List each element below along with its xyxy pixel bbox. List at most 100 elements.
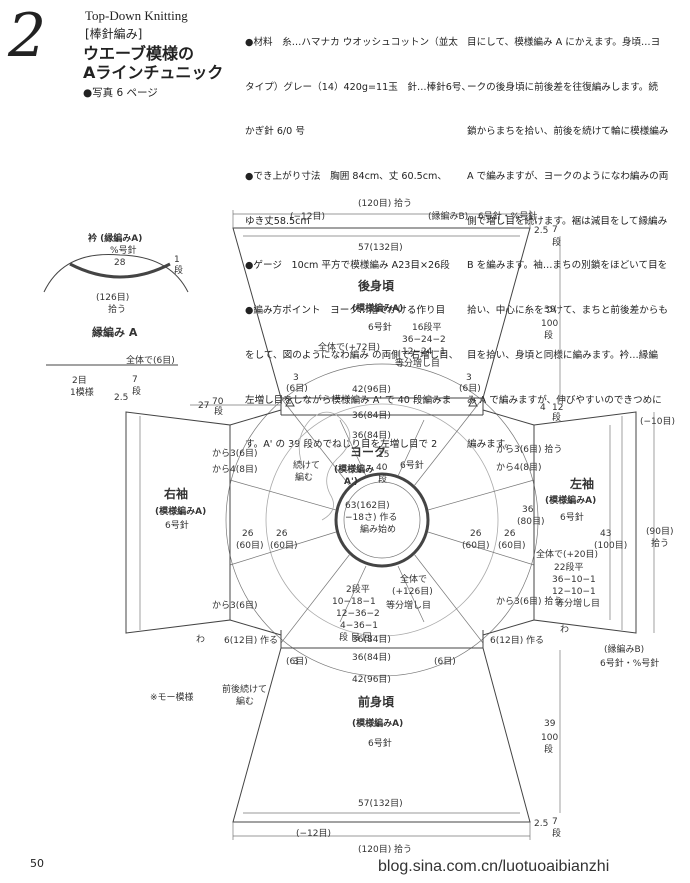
instr-line: 側で増し目を続けます。裾は減目をして縁編み — [467, 215, 668, 227]
edge-a-title: 縁編み A — [92, 325, 138, 339]
back-inc-2: 36−24−2 — [402, 335, 446, 345]
sleeve-total: 全体で(+20目) — [536, 548, 598, 560]
yoke-width-36-top2: 36(84目) — [352, 430, 391, 441]
sleeve-inc-1: 22段平 — [554, 561, 583, 573]
back-pattern: (模様編みA) — [352, 302, 403, 314]
back-inc-4: 等分増し目 — [395, 357, 440, 369]
neck-inner-circle — [343, 481, 421, 559]
back-h7-dan: 段 — [552, 236, 561, 248]
back-width-42: 42(96目) — [352, 384, 391, 395]
yoke-rows: 段 — [378, 473, 387, 485]
watermark: blog.sina.com.cn/luotuoaibianzhi — [378, 858, 610, 875]
instr-line: す。A' の 39 段めでねじり目を左増し目で 2 — [245, 439, 438, 451]
instr-line: B を編みます。袖…まちの別鎖をほどいて目を — [467, 260, 668, 272]
front-width-57: 57(132目) — [358, 798, 403, 809]
left-sleeve-title: 左袖 — [569, 476, 594, 491]
left-sleeve-from3b: から3(6目) 拾う — [496, 595, 562, 607]
pattern-number: 2 — [8, 1, 47, 71]
left-sleeve-h80: (80目) — [517, 516, 544, 527]
make6-right: 6(12目) 作る — [490, 634, 544, 646]
yoke-left-h26: 26 — [276, 529, 288, 539]
left-sleeve-h36: 36 — [522, 505, 534, 515]
yoke-right-h60: (60目) — [462, 540, 489, 551]
instr-line: 左増し目をしながら模様編み A' で 40 段編みま — [245, 394, 452, 406]
right-sleeve-needle: 6号針 — [165, 519, 189, 531]
yoke-40: 40 — [376, 463, 388, 473]
collar-dan: 段 — [174, 264, 183, 276]
left-sleeve-from4: から4(8目) — [496, 462, 541, 473]
instr-line: ●でき上がり寸法 胸囲 84cm、丈 60.5cm、 — [245, 170, 447, 182]
front-needle: 6号針 — [368, 737, 392, 749]
yoke-needle: 6号針 — [400, 459, 424, 471]
front-h7-dan: 段 — [552, 827, 561, 839]
sleeve-pickup: 拾う — [651, 537, 669, 549]
instr-line: 目を拾い、身頃と同様に編みます。衿…縁編 — [467, 349, 658, 361]
instr-line: タイプ）グレー（14）420g=11玉 針…棒針6号、 — [245, 81, 472, 93]
collar-band — [69, 262, 171, 279]
instr-line: をして、図のようになわ編み の両側で右増し目、 — [245, 349, 459, 361]
moss-note: ※モー模様 — [150, 691, 194, 703]
title-line-1: ウエーブ模様の — [83, 44, 195, 63]
edge-b-right-needle: 6号針・%号針 — [600, 657, 659, 669]
collar-needle: %号針 — [110, 244, 137, 256]
right-sleeve-from3b: から3(6目) — [212, 600, 257, 611]
sleeve-h90: (90目) — [646, 526, 673, 537]
instr-line: ゆき丈58.5cm — [245, 215, 310, 227]
yoke-15: 15 — [378, 450, 389, 460]
front-body-title: 前身頃 — [358, 694, 395, 709]
top-pickup-label: (120目) 拾う — [358, 197, 412, 209]
s6-right-b: (6目) — [434, 656, 456, 667]
front-h100: 100 — [541, 733, 558, 743]
front-width-36: 36(84目) — [352, 652, 391, 663]
yoke-rows-3: 12−36−2 — [336, 609, 380, 619]
sleeve-inc-3: 12−10−1 — [552, 587, 596, 597]
instructions-column-2: 目にして、模様編み A にかえます。身頃…ヨ ークの後身頃に前後差を往復編みしま… — [467, 6, 668, 468]
instructions-column-1: ●材料 糸…ハマナカ ウオッシュコットン（並太 タイプ）グレー（14）420g=… — [245, 6, 471, 468]
left-sleeve-h26: 26 — [504, 529, 516, 539]
yoke-rows-4: 4−36−1 — [340, 621, 378, 631]
edge-a-h7: 7 — [132, 375, 138, 385]
edge-a-start: 全体で(6目) — [126, 354, 175, 366]
left-sleeve-needle: 6号針 — [560, 511, 584, 523]
cast-on-2: −18さ) 作る — [345, 511, 397, 523]
wa-right: わ — [560, 624, 569, 635]
front-width-42: 42(96目) — [352, 674, 391, 685]
minus12-bottom: (−12目) — [296, 828, 331, 839]
s3-right: 3 — [466, 373, 472, 383]
title-line-2: Aラインチュニック — [83, 63, 224, 82]
front-pattern: (模様編みA) — [352, 717, 403, 729]
page-number: 50 — [30, 857, 44, 870]
triangle-mark — [468, 397, 478, 407]
yoke-width-36-bottom: 36(84目) — [352, 634, 391, 645]
instr-line: 鎖からまちを拾い、前後を続けて輪に模様編み — [467, 126, 669, 138]
left-sleeve-h43: 43 — [600, 529, 611, 539]
instr-line: ●材料 糸…ハマナカ ウオッシュコットン（並太 — [245, 36, 458, 48]
right-sleeve-from4: から4(8目) — [212, 464, 257, 475]
left-sleeve-h60: (60目) — [498, 540, 525, 551]
minus12-top: (−12目) — [290, 211, 325, 222]
s3-left: 3 — [293, 373, 299, 383]
edge-a-2stitch: 2目 — [72, 375, 87, 386]
front-h25: 2.5 — [534, 819, 548, 829]
yoke-pattern: (模様編み — [334, 463, 374, 475]
sleeve-h27: 27 — [198, 401, 209, 411]
back-h12: 12 — [552, 403, 563, 413]
back-h7: 7 — [552, 225, 558, 235]
left-sleeve-outline — [533, 411, 637, 634]
yoke-inc-label: 等分増し目 — [386, 599, 431, 611]
yoke-title: ヨーク — [350, 445, 386, 459]
yoke-outer-circle — [225, 363, 539, 677]
instr-line: ●ゲージ 10cm 平方で模様編み A23目×26段 — [245, 260, 450, 272]
back-h12-dan: 段 — [552, 411, 561, 423]
right-sleeve-from3: から3(6目) — [212, 448, 257, 459]
collar-w28: 28 — [114, 258, 126, 268]
category-label: [棒針編み] — [85, 27, 143, 41]
collar-w126: (126目) — [96, 292, 129, 303]
back-h100: 100 — [541, 319, 558, 329]
left-sleeve-h100: (100目) — [594, 540, 627, 551]
back-total: 全体で(+72目) — [318, 341, 380, 353]
photo-reference: ●写真 6 ページ — [83, 87, 158, 99]
english-title: Top-Down Knitting — [85, 8, 188, 23]
right-sleeve-h26: 26 — [242, 529, 254, 539]
